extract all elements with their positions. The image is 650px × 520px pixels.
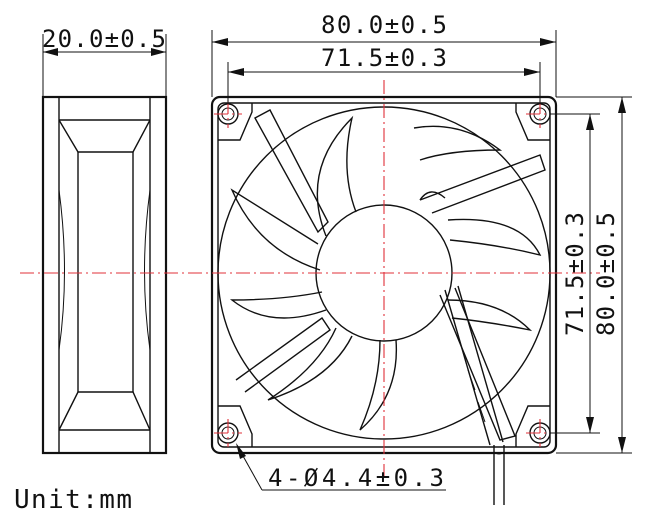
dim-hole-spacing-horizontal: 71.5±0.3: [321, 44, 447, 72]
side-view: 20.0±0.5: [41, 25, 168, 455]
dim-side-depth: 20.0±0.5: [42, 25, 166, 53]
dim-right: 71.5±0.3 80.0±0.5: [550, 96, 632, 454]
hole-callout: 4-Ø4.4±0.3: [236, 443, 446, 492]
dim-overall-width: 80.0±0.5: [321, 11, 447, 39]
dim-hole-spacing-vertical: 71.5±0.3: [561, 212, 589, 336]
dim-mounting-holes: 4-Ø4.4±0.3: [268, 464, 444, 492]
dim-top: 80.0±0.5 71.5±0.3: [211, 11, 557, 104]
unit-note: Unit:mm: [14, 485, 132, 515]
front-view: [20, 80, 600, 505]
dim-overall-height: 80.0±0.5: [592, 212, 620, 336]
